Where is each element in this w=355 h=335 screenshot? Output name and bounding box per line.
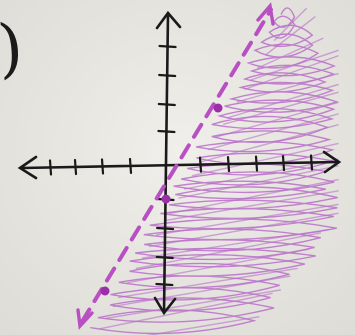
x-axis-tick (198, 156, 203, 173)
plotted-point (161, 194, 171, 204)
boundary-line (80, 7, 273, 324)
y-axis-bottom-arrow-icon (153, 296, 177, 316)
plotted-point (213, 103, 223, 113)
x-axis-tick (309, 154, 314, 171)
x-axis-tick (281, 154, 286, 172)
boundary-dash (229, 61, 241, 78)
boundary-dash (142, 204, 154, 221)
boundary-dash (254, 20, 266, 37)
boundary-top-arrow-icon (256, 2, 275, 26)
y-axis-tick (157, 102, 176, 107)
y-axis (162, 12, 170, 314)
boundary-dash (204, 102, 216, 119)
boundary-dash (154, 184, 166, 201)
plotted-points (100, 103, 223, 296)
y-axis-tick (156, 226, 175, 231)
x-axis-tick (254, 155, 259, 172)
boundary-dash (191, 122, 204, 139)
y-axis-tick (158, 44, 177, 49)
x-axis-right-arrow-icon (322, 150, 342, 174)
x-axis-tick (100, 158, 105, 175)
boundary-dash (104, 266, 117, 283)
x-axis-ticks (48, 154, 314, 176)
x-axis-tick (128, 157, 133, 175)
y-axis-tick (158, 73, 177, 78)
x-axis-left-arrow-icon (17, 155, 38, 180)
plotted-point (100, 286, 110, 296)
x-axis-tick (73, 158, 78, 176)
y-axis-top-arrow-icon (155, 10, 182, 30)
boundary-dash (117, 246, 129, 262)
boundary-dash (216, 81, 229, 98)
shading-scribble (90, 7, 339, 335)
y-axis-tick (155, 282, 174, 287)
boundary-dash (80, 307, 92, 324)
boundary-bottom-arrow-icon (76, 308, 94, 330)
boundary-dash (129, 225, 142, 242)
y-axis-tick (157, 129, 176, 134)
boundary-dash (241, 40, 253, 57)
x-axis-tick (226, 155, 231, 173)
x-axis-tick (48, 159, 53, 176)
coordinate-axes (17, 10, 342, 316)
boundary-dash (167, 163, 179, 180)
boundary-dash (179, 143, 191, 160)
shading-hatch (99, 7, 339, 335)
y-axis-tick (155, 255, 174, 260)
shaded-region (90, 7, 339, 335)
